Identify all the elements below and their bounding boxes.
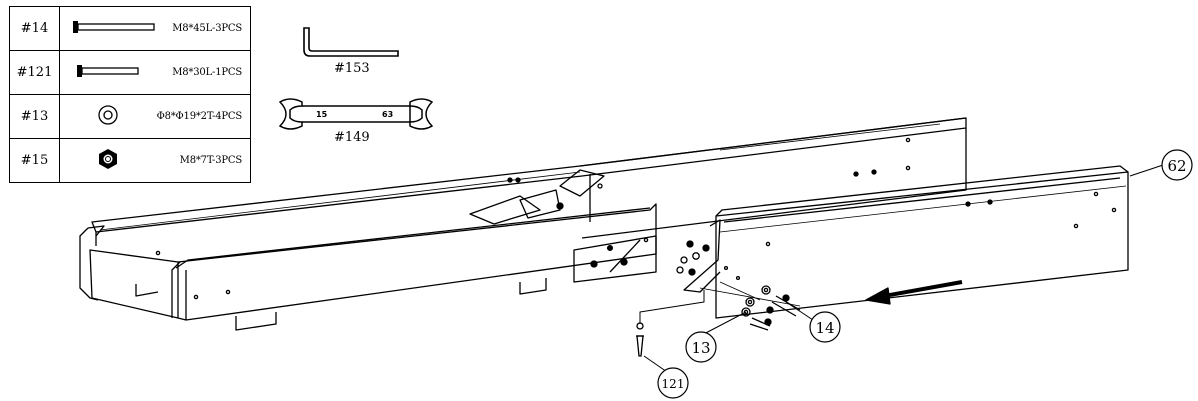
direction-arrow-icon (865, 280, 963, 305)
back-frame-rail (91, 117, 967, 246)
short-bolt-icon (59, 50, 156, 95)
parts-row: #121 M8*30L-1PCS (9, 50, 251, 95)
open-end-wrench-icon: 15 63 (278, 98, 434, 130)
part-spec: M8*30L-1PCS (156, 50, 251, 95)
hex-nut-icon (59, 138, 156, 183)
wrench-size-left: 15 (316, 110, 328, 119)
part-id: #15 (9, 138, 60, 183)
part-id: #13 (9, 94, 60, 139)
hex-key-label: #153 (334, 61, 370, 76)
part-id: #14 (9, 6, 60, 51)
wrench-label: #149 (334, 130, 370, 145)
svg-text:14: 14 (815, 319, 834, 337)
wrench-size-right: 63 (382, 110, 393, 119)
part-id: #121 (9, 50, 60, 95)
bolt-121-group (636, 290, 705, 357)
right-frame-rail (676, 165, 1129, 319)
washer-icon (59, 94, 156, 139)
part-spec: Φ8*Φ19*2T-4PCS (156, 94, 251, 139)
part-spec: M8*7T-3PCS (156, 138, 251, 183)
front-left-rail (79, 203, 657, 331)
svg-text:13: 13 (691, 339, 710, 357)
bolt-washer-group (699, 281, 801, 331)
callout-13: 13 (685, 331, 717, 363)
long-bolt-icon (59, 6, 156, 51)
parts-row: #15 M8*7T-3PCS (9, 138, 251, 183)
allen-key-icon (303, 27, 399, 57)
callout-62: 62 (1161, 149, 1193, 181)
callout-121: 121 (657, 367, 689, 399)
parts-row: #13 Φ8*Φ19*2T-4PCS (9, 94, 251, 139)
svg-text:121: 121 (662, 377, 685, 391)
bracket-plate (469, 169, 657, 283)
callout-14: 14 (809, 311, 841, 343)
parts-table: #14 M8*45L-3PCS #121 M8*30L-1PCS #13 Φ8*… (9, 6, 251, 183)
svg-text:62: 62 (1167, 157, 1186, 175)
